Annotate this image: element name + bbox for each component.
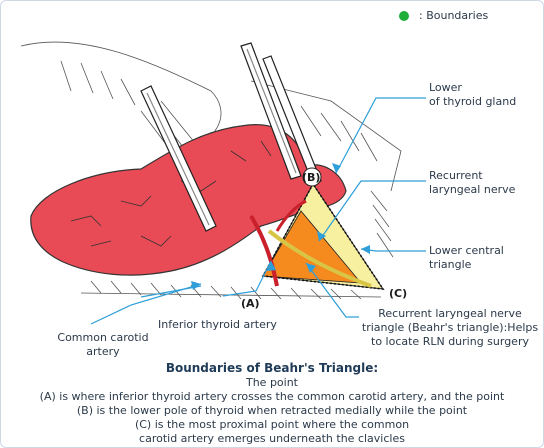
- label-common-carotid-line2: artery: [45, 345, 161, 359]
- label-inferior-thyroid-artery: Inferior thyroid artery: [158, 318, 277, 332]
- caption-line-3: (B) is the lower pole of thyroid when re…: [1, 404, 543, 418]
- caption-title: Boundaries of Beahr's Triangle:: [1, 361, 543, 375]
- caption-line-2: (A) is where inferior thyroid artery cro…: [1, 390, 543, 404]
- point-b-label: (B): [302, 171, 320, 184]
- caption-line-5: carotid artery emerges underneath the cl…: [1, 432, 543, 446]
- label-beahr-triangle: Recurrent laryngeal nerve triangle (Beah…: [355, 307, 544, 349]
- label-common-carotid-line1: Common carotid: [45, 331, 161, 345]
- label-common-carotid-artery: Common carotid artery: [45, 331, 161, 359]
- label-rln-line1: Recurrent: [429, 169, 515, 183]
- label-lower-central-line1: Lower central: [429, 244, 504, 258]
- caption-line-4: (C) is the most proximal point where the…: [1, 418, 543, 432]
- label-lower-central-line2: triangle: [429, 258, 504, 272]
- label-lower-thyroid-line2: of thyroid gland: [429, 95, 516, 109]
- point-c-label: (C): [389, 287, 407, 300]
- label-beahr-line2: triangle (Beahr's triangle):Helps: [355, 321, 544, 335]
- label-beahr-line3: to locate RLN during surgery: [355, 335, 544, 349]
- legend-text: : Boundaries: [419, 9, 488, 22]
- label-lower-thyroid: Lower of thyroid gland: [429, 81, 516, 109]
- legend-green-dot: [399, 11, 409, 21]
- label-rln: Recurrent laryngeal nerve: [429, 169, 515, 197]
- point-a-label: (A): [241, 297, 260, 310]
- label-lower-thyroid-line1: Lower: [429, 81, 516, 95]
- label-rln-line2: laryngeal nerve: [429, 183, 515, 197]
- caption-line-1: The point: [1, 376, 543, 390]
- label-lower-central-triangle: Lower central triangle: [429, 244, 504, 272]
- label-beahr-line1: Recurrent laryngeal nerve: [355, 307, 544, 321]
